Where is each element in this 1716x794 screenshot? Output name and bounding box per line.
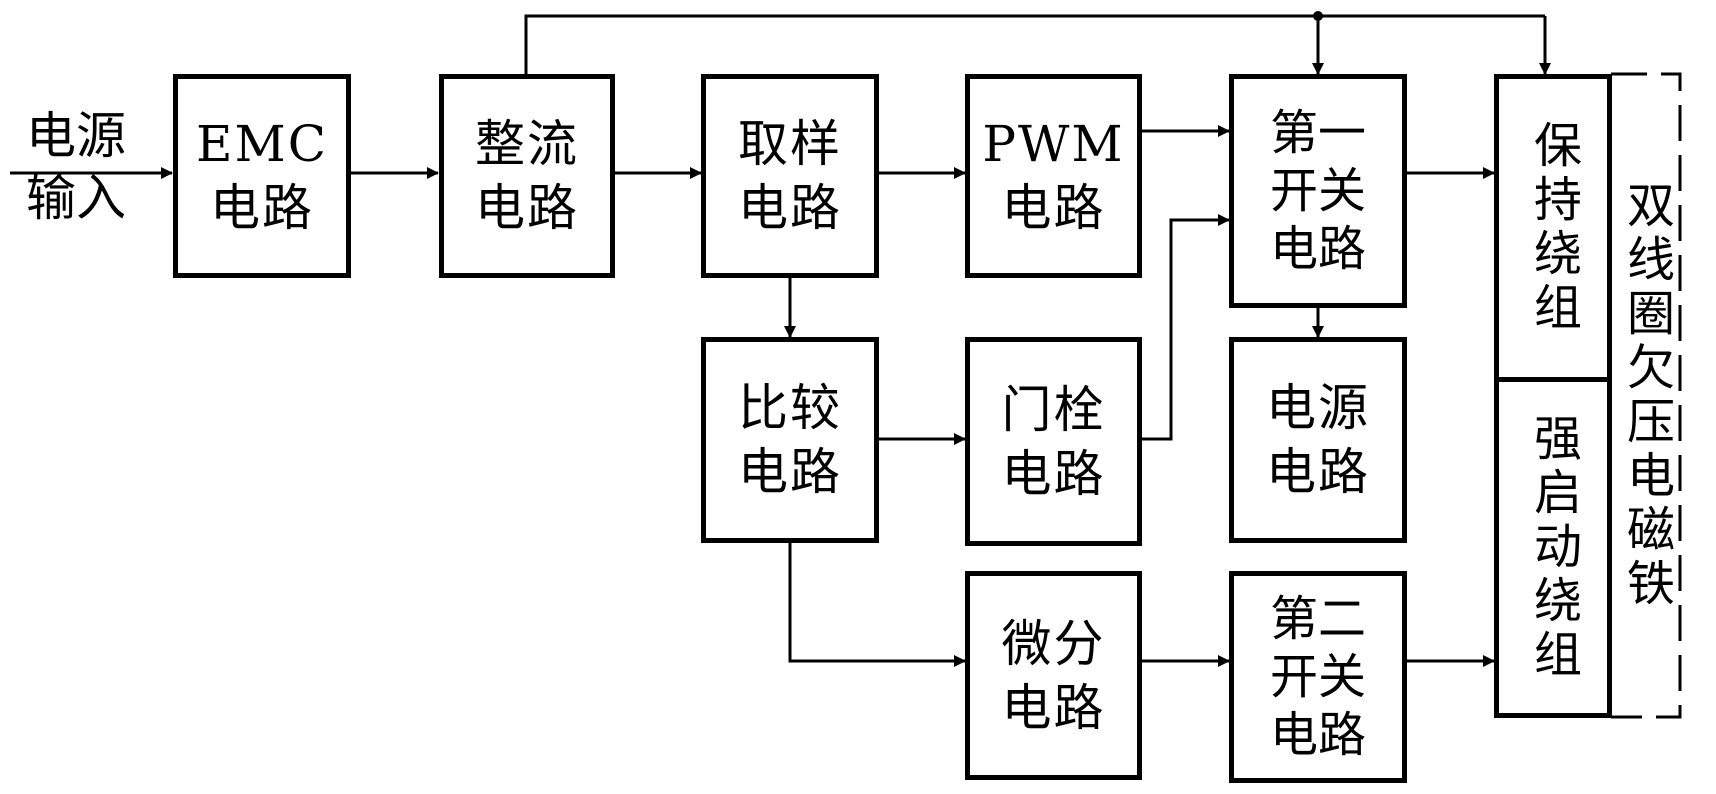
block-differential: 微分 电路: [965, 571, 1142, 780]
top-bus-line: [524, 14, 1545, 74]
block-label: 电路: [738, 443, 842, 501]
block-label: 电路: [1269, 221, 1366, 277]
block-label: 微分: [1001, 614, 1106, 673]
block-label: PWM: [982, 115, 1125, 173]
block-label: 开关: [1269, 649, 1366, 705]
block-emc: EMC 电路: [173, 74, 351, 278]
block-label: 电路: [475, 179, 579, 237]
block-label: 第二: [1269, 591, 1366, 647]
group-label-text: 双线圈欠压电磁铁: [1618, 179, 1674, 612]
block-label: 电路: [1001, 678, 1106, 737]
block-label: 整流: [475, 115, 579, 173]
group-label: 双线圈欠压电磁铁: [1618, 74, 1674, 717]
block-label: 强启动绕组: [1525, 412, 1581, 683]
input-label: 电源 输入: [26, 105, 126, 229]
group-bracket: [1611, 72, 1682, 719]
block-power: 电源 电路: [1229, 337, 1407, 543]
block-label: 第一: [1269, 105, 1366, 161]
block-label: 取样: [738, 115, 842, 173]
block-label: 电路: [1001, 179, 1106, 237]
block-label: 电路: [1001, 444, 1106, 503]
junction-dot: [1313, 11, 1323, 21]
block-label: 比较: [738, 379, 842, 437]
block-label: 电源: [1266, 379, 1370, 437]
block-label: 电路: [738, 179, 842, 237]
block-label: EMC: [196, 115, 328, 173]
block-label: 电路: [210, 179, 314, 237]
block-switch1: 第一 开关 电路: [1229, 74, 1407, 308]
arrow-latch-to-switch1: [1141, 214, 1230, 441]
block-label: 保持绕组: [1525, 120, 1581, 336]
block-pwm: PWM 电路: [965, 74, 1142, 278]
block-label: 门栓: [1001, 380, 1106, 439]
block-switch2: 第二 开关 电路: [1229, 571, 1407, 783]
block-label: 电路: [1269, 707, 1366, 763]
block-label: 电路: [1266, 443, 1370, 501]
block-latch: 门栓 电路: [965, 337, 1142, 546]
input-label-line2: 输入: [26, 169, 126, 227]
block-label: 开关: [1269, 163, 1366, 219]
block-comparator: 比较 电路: [701, 337, 879, 543]
block-rectifier: 整流 电路: [439, 74, 615, 278]
block-hold-winding: 保持绕组: [1494, 74, 1612, 382]
input-label-line1: 电源: [26, 107, 126, 165]
arrow-comparator-to-differential: [788, 542, 966, 667]
block-sampling: 取样 电路: [701, 74, 879, 278]
block-start-winding: 强启动绕组: [1494, 377, 1612, 718]
